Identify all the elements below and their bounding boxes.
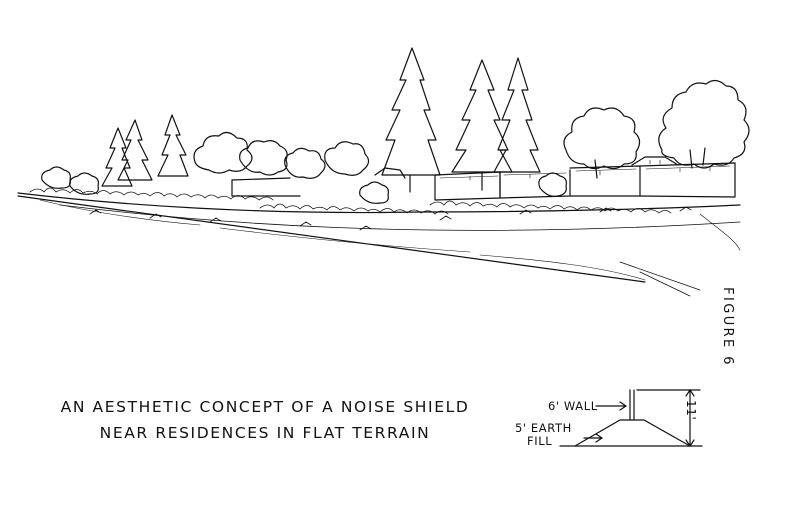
- figure-label: FIGURE 6: [720, 287, 735, 367]
- fill-label-word: FILL: [527, 434, 553, 448]
- conifer-trees: [101, 47, 541, 193]
- berm-section-detail: [559, 388, 703, 448]
- earth-fill-profile: [574, 419, 691, 447]
- noise-wall: [231, 162, 736, 201]
- total-height-label: 11': [684, 400, 698, 421]
- house-roofs: [374, 156, 679, 179]
- figure-caption-line-2: NEAR RESIDENCES IN FLAT TERRAIN: [99, 424, 431, 442]
- wall-height-label: 6' WALL: [548, 399, 598, 413]
- ground-cover: [29, 187, 692, 231]
- fill-height-label: 5' EARTH: [515, 421, 572, 435]
- figure-caption-line-1: AN AESTHETIC CONCEPT OF A NOISE SHIELD: [60, 398, 470, 416]
- fill-leader-arrow: [583, 433, 604, 443]
- roadway: [17, 192, 741, 297]
- wall-leader-arrow: [595, 401, 628, 411]
- deciduous-trees: [41, 79, 750, 204]
- wall-post: [629, 389, 635, 421]
- height-dimension: [636, 388, 701, 448]
